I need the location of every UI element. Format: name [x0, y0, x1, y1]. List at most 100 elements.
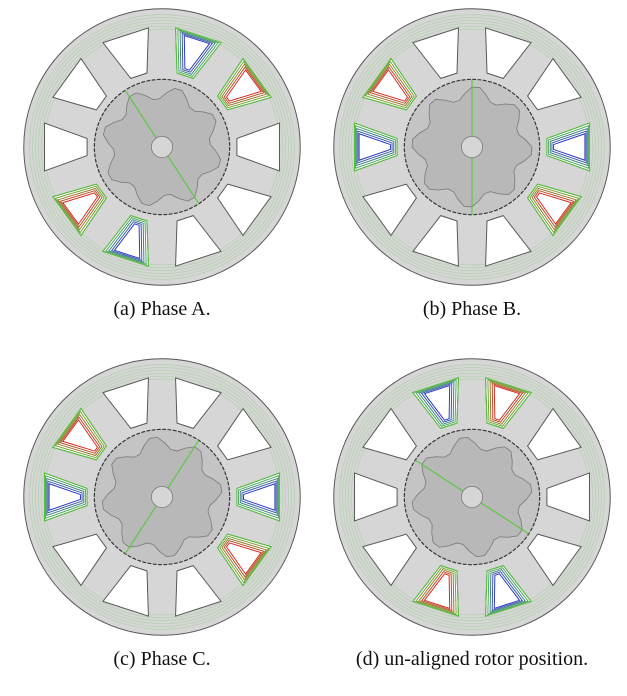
flux-contour [181, 32, 214, 73]
flux-contour [54, 410, 105, 459]
flux-contour [113, 223, 141, 260]
slot-outline [362, 183, 417, 237]
shaft [460, 485, 484, 509]
flux-contour [236, 472, 280, 522]
panel-a: (a) Phase A. [12, 0, 312, 340]
flux-line [342, 367, 602, 627]
panel-c: (c) Phase C. [12, 350, 312, 690]
stator-slot [236, 472, 280, 522]
flux-contour [420, 571, 453, 612]
stator-slot [102, 565, 149, 617]
flux-line [32, 367, 292, 627]
panel-caption: (c) Phase C. [113, 648, 211, 670]
flux-contour [102, 215, 149, 267]
flux-contour [183, 34, 211, 71]
stator-slot [527, 183, 582, 237]
flux-contour [223, 66, 265, 104]
stator-slot [412, 27, 459, 79]
flux-contour [489, 380, 526, 425]
motor-cross-section [333, 8, 611, 286]
flux-contour [225, 69, 262, 102]
flux-contour [243, 483, 276, 511]
flux-contour [412, 565, 459, 617]
slot-outline [362, 407, 417, 461]
stator-slot [412, 565, 459, 617]
stator-slot [354, 472, 398, 522]
stator-slot [217, 533, 272, 587]
flux-line [350, 25, 594, 269]
flux-contour [487, 379, 529, 427]
flux-contour [491, 382, 524, 423]
slot-outline [546, 472, 590, 522]
flux-contour [529, 185, 580, 234]
flux-contour [418, 569, 455, 614]
flux-contour [44, 472, 88, 522]
flux-contour [493, 384, 521, 421]
flux-contour [548, 125, 589, 169]
stator-slot [44, 472, 88, 522]
flux-contour [52, 183, 107, 237]
flux-contour [551, 130, 587, 164]
flux-contour [221, 537, 267, 581]
slot-outline [527, 57, 582, 111]
flux-contour [412, 377, 459, 429]
shaft [150, 135, 174, 159]
slot-outline [102, 377, 149, 429]
motor-cross-section [23, 358, 301, 636]
slot-outline [217, 183, 272, 237]
flux-contour [110, 221, 143, 262]
flux-line [347, 372, 597, 622]
flux-line [29, 364, 295, 630]
stator-slot [362, 407, 417, 461]
stator-slot [527, 533, 582, 587]
stator-slot [102, 27, 149, 79]
flux-contour [420, 382, 453, 423]
flux-line [339, 364, 605, 630]
flux-contour [372, 69, 409, 102]
flux-contour [533, 190, 575, 228]
flux-contour [358, 133, 391, 161]
flux-contour [241, 480, 277, 514]
flux-contour [423, 384, 451, 421]
shaft [150, 485, 174, 509]
stator-slot [217, 183, 272, 237]
stator-slot [236, 122, 280, 172]
slot-outline [527, 533, 582, 587]
panel-d: (d) un-aligned rotor position. [322, 350, 622, 690]
flux-contour [108, 219, 145, 264]
flux-line [32, 17, 292, 277]
slot-outline [485, 27, 532, 79]
flux-contour [62, 419, 99, 452]
flux-contour [177, 29, 219, 77]
stator-slot [485, 215, 532, 267]
flux-contour [356, 127, 395, 167]
flux-contour [531, 187, 577, 231]
flux-line [34, 369, 290, 625]
flux-contour [59, 190, 101, 228]
stator-slot [362, 183, 417, 237]
flux-contour [105, 217, 147, 265]
flux-contour [423, 573, 451, 610]
stator-slot [52, 407, 107, 461]
flux-contour [535, 192, 572, 225]
stator-slot [217, 407, 272, 461]
stator-slot [102, 377, 149, 429]
panel-caption: (b) Phase B. [422, 298, 522, 320]
flux-contour [491, 571, 524, 612]
flux-contour [415, 567, 457, 615]
stator-slot [52, 57, 107, 111]
stator-slot [362, 533, 417, 587]
flux-contour [549, 127, 588, 167]
flux-line [40, 25, 284, 269]
flux-contour [221, 63, 267, 107]
stator-slot [412, 377, 459, 429]
slot-outline [354, 472, 398, 522]
flux-contour [546, 122, 590, 172]
slot-outline [52, 533, 107, 587]
flux-contour [369, 66, 411, 104]
flux-contour [225, 542, 262, 575]
stator-slot [527, 407, 582, 461]
slot-outline [102, 565, 149, 617]
flux-contour [485, 565, 532, 617]
flux-contour [48, 483, 81, 511]
